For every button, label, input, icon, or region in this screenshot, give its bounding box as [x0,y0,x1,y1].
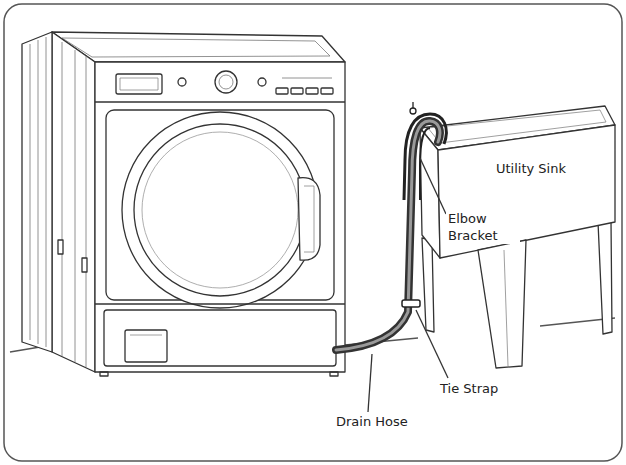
part-label: Tie Strap [438,380,500,397]
elbow-bracket [404,102,446,200]
washer [22,32,345,376]
part-label: Drain Hose [334,413,410,430]
tie-strap [402,300,420,307]
leader-line [416,310,448,378]
drain-hose [336,121,440,350]
part-label: Elbow Bracket [446,210,520,244]
sink-label: Utility Sink [494,160,568,177]
utility-sink [420,106,615,368]
leader-line [368,354,372,412]
leader-line [420,158,446,214]
floor-line [10,347,40,352]
frame [4,4,622,461]
